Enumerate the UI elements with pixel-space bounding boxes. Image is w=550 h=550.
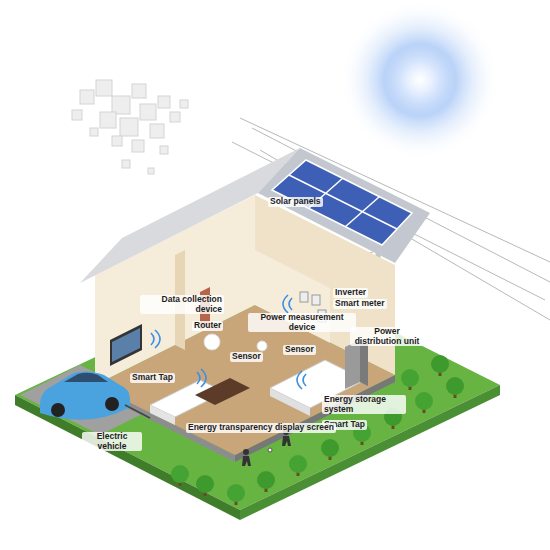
callout-label: Sensor xyxy=(283,345,316,355)
callout-label: Smart Tap xyxy=(130,373,175,383)
callout-label: Smart meter xyxy=(333,299,387,309)
callout-label: Inverter xyxy=(333,288,368,298)
callout-label: Solar panels xyxy=(268,197,323,207)
callout-label: Power distribution unit xyxy=(350,327,424,346)
callout-label: Sensor xyxy=(230,352,263,362)
callout-label: Energy transparency display screen xyxy=(186,423,336,433)
callout-label: Energy storage system xyxy=(322,395,406,414)
callout-label: Router xyxy=(192,321,223,331)
callout-label: Electric vehicle xyxy=(82,432,142,451)
callout-label: Data collection device xyxy=(140,295,224,314)
callout-label: Power measurement device xyxy=(248,313,356,332)
